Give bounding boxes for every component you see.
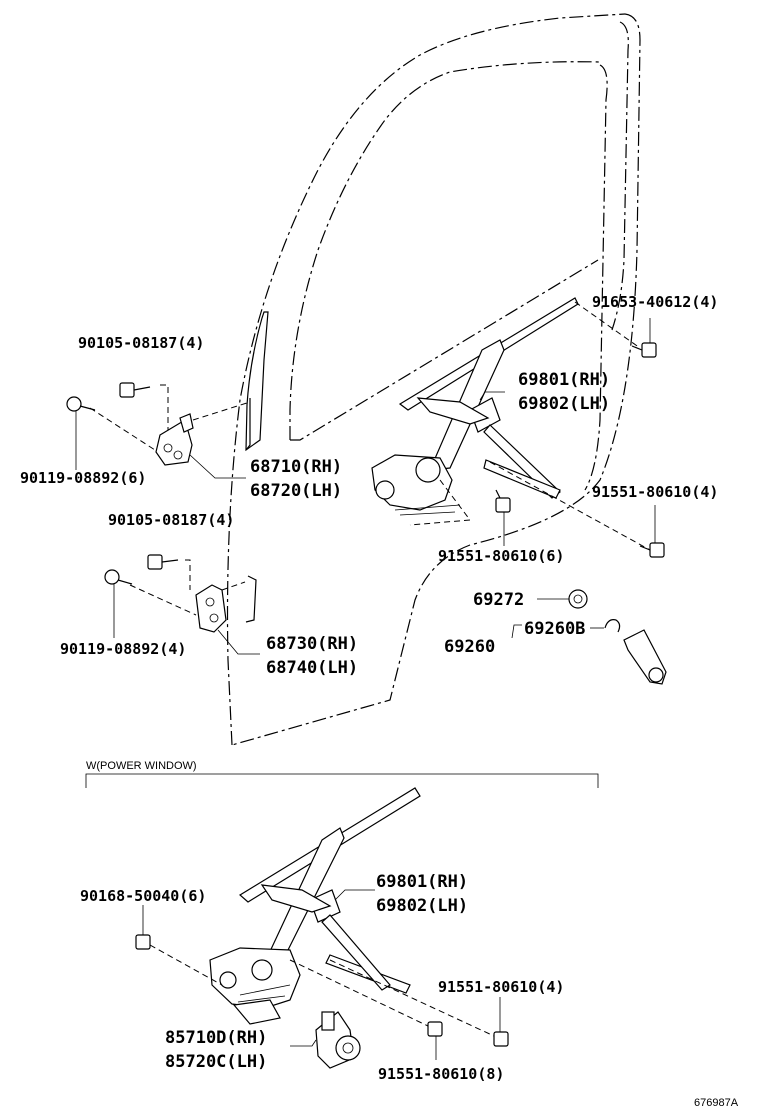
label-69801-rh-upper: 69801(RH) <box>518 370 610 390</box>
door-outline <box>226 13 641 746</box>
label-91551-80610-4-lower: 91551-80610(4) <box>438 978 564 996</box>
diagram-code: 676987A <box>694 1097 739 1109</box>
bolt-90168-icon <box>135 934 223 986</box>
label-power-window-section: W(POWER WINDOW) <box>86 760 197 772</box>
label-69802-lh-upper: 69802(LH) <box>518 394 610 414</box>
label-68710-rh: 68710(RH) <box>250 457 342 477</box>
label-90119-08892-upper: 90119-08892(6) <box>20 469 146 487</box>
label-90168-50040: 90168-50040(6) <box>80 887 206 905</box>
washer-69272-icon <box>568 589 588 609</box>
label-68740-lh: 68740(LH) <box>266 658 358 678</box>
leader-lines-lower <box>142 889 501 1060</box>
bolt-90119-b-icon <box>104 569 133 585</box>
label-90105-08187-lower: 90105-08187(4) <box>108 511 234 529</box>
label-69801-rh-lower: 69801(RH) <box>376 872 468 892</box>
label-69272: 69272 <box>473 590 524 610</box>
power-window-motor-icon <box>315 1011 361 1069</box>
label-91551-80610-8: 91551-80610(8) <box>378 1065 504 1083</box>
bolt-91551-d-icon <box>289 959 443 1037</box>
bolt-91551-a-icon <box>489 461 665 558</box>
regulator-pulley-icon <box>415 457 441 483</box>
bolt-91653-icon <box>574 301 657 358</box>
upper-hinge <box>89 384 251 466</box>
window-crank-handle-icon <box>623 629 667 685</box>
leader-lines-upper <box>75 318 656 655</box>
label-69260b: 69260B <box>524 619 585 639</box>
bolt-90119-a-icon <box>66 396 96 412</box>
label-91551-80610-4-upper: 91551-80610(4) <box>592 483 718 501</box>
window-regulator-manual <box>371 297 579 526</box>
label-91653-40612: 91653-40612(4) <box>592 293 718 311</box>
bolt-91551-b-icon <box>495 489 511 513</box>
label-68720-lh: 68720(LH) <box>250 481 342 501</box>
window-regulator-power <box>209 787 421 1025</box>
label-68730-rh: 68730(RH) <box>266 634 358 654</box>
section-bracket <box>85 773 599 788</box>
label-69260: 69260 <box>444 637 495 657</box>
label-69802-lh-lower: 69802(LH) <box>376 896 468 916</box>
crank-clip-icon <box>604 619 621 633</box>
label-85720c-lh: 85720C(LH) <box>165 1052 267 1072</box>
label-90105-08187-upper: 90105-08187(4) <box>78 334 204 352</box>
label-90119-08892-lower: 90119-08892(4) <box>60 640 186 658</box>
bolt-90105-b-icon <box>147 554 179 570</box>
lower-hinge <box>129 559 257 633</box>
label-85710d-rh: 85710D(RH) <box>165 1028 267 1048</box>
part-labels: 91653-40612(4) 90105-08187(4) 69801(RH) … <box>20 293 739 1109</box>
label-91551-80610-6: 91551-80610(6) <box>438 547 564 565</box>
bolt-91551-c-icon <box>329 959 509 1047</box>
bolt-90105-a-icon <box>119 382 151 398</box>
